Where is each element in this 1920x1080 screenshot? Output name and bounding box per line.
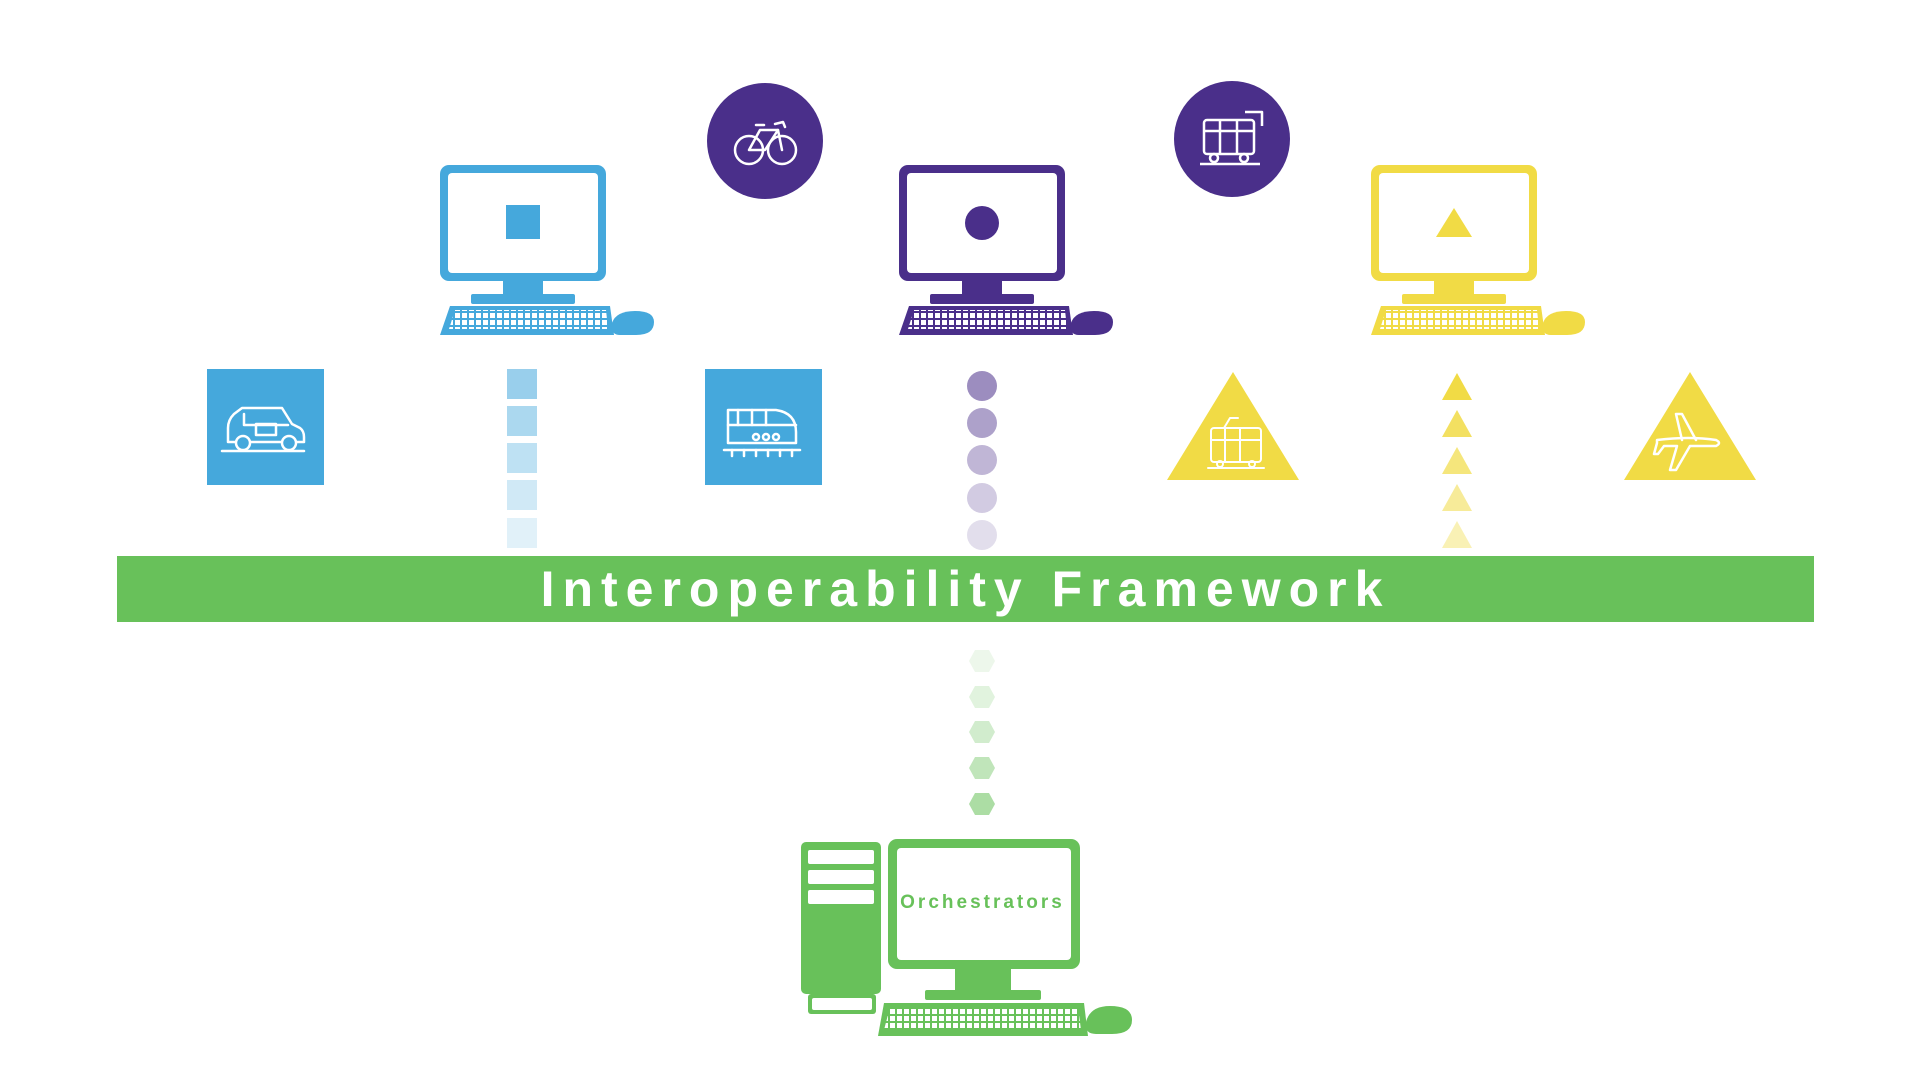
interoperability-framework-band: Interoperability Framework — [117, 556, 1814, 622]
tram-triangle — [1167, 372, 1299, 480]
car-icon — [220, 406, 306, 453]
circle-marker — [965, 206, 999, 240]
orchestrators-label: Orchestrators — [900, 892, 1065, 913]
square-marker — [506, 205, 540, 239]
car-tile — [207, 369, 324, 485]
bicycle-icon — [733, 120, 798, 166]
framework-label: Interoperability Framework — [540, 561, 1391, 617]
triangle-marker — [1436, 208, 1472, 237]
orchestrator-computer-icon — [801, 839, 1132, 1036]
triangle-connector — [1442, 373, 1472, 548]
tram-icon — [1207, 417, 1265, 469]
airplane-icon — [1652, 412, 1721, 472]
airplane-triangle — [1624, 372, 1756, 480]
yellow-computer-icon — [1371, 165, 1585, 335]
tram-icon — [1200, 110, 1264, 166]
blue-computer-icon — [440, 165, 654, 335]
square-connector — [507, 369, 537, 548]
hexagon-connector — [969, 650, 995, 815]
tram-circle — [1174, 81, 1290, 197]
purple-computer-icon — [899, 165, 1113, 335]
train-icon — [722, 408, 802, 458]
framework-band-bg — [117, 556, 1814, 622]
train-tile — [705, 369, 822, 485]
circle-connector — [967, 371, 997, 550]
bicycle-circle — [707, 83, 823, 199]
